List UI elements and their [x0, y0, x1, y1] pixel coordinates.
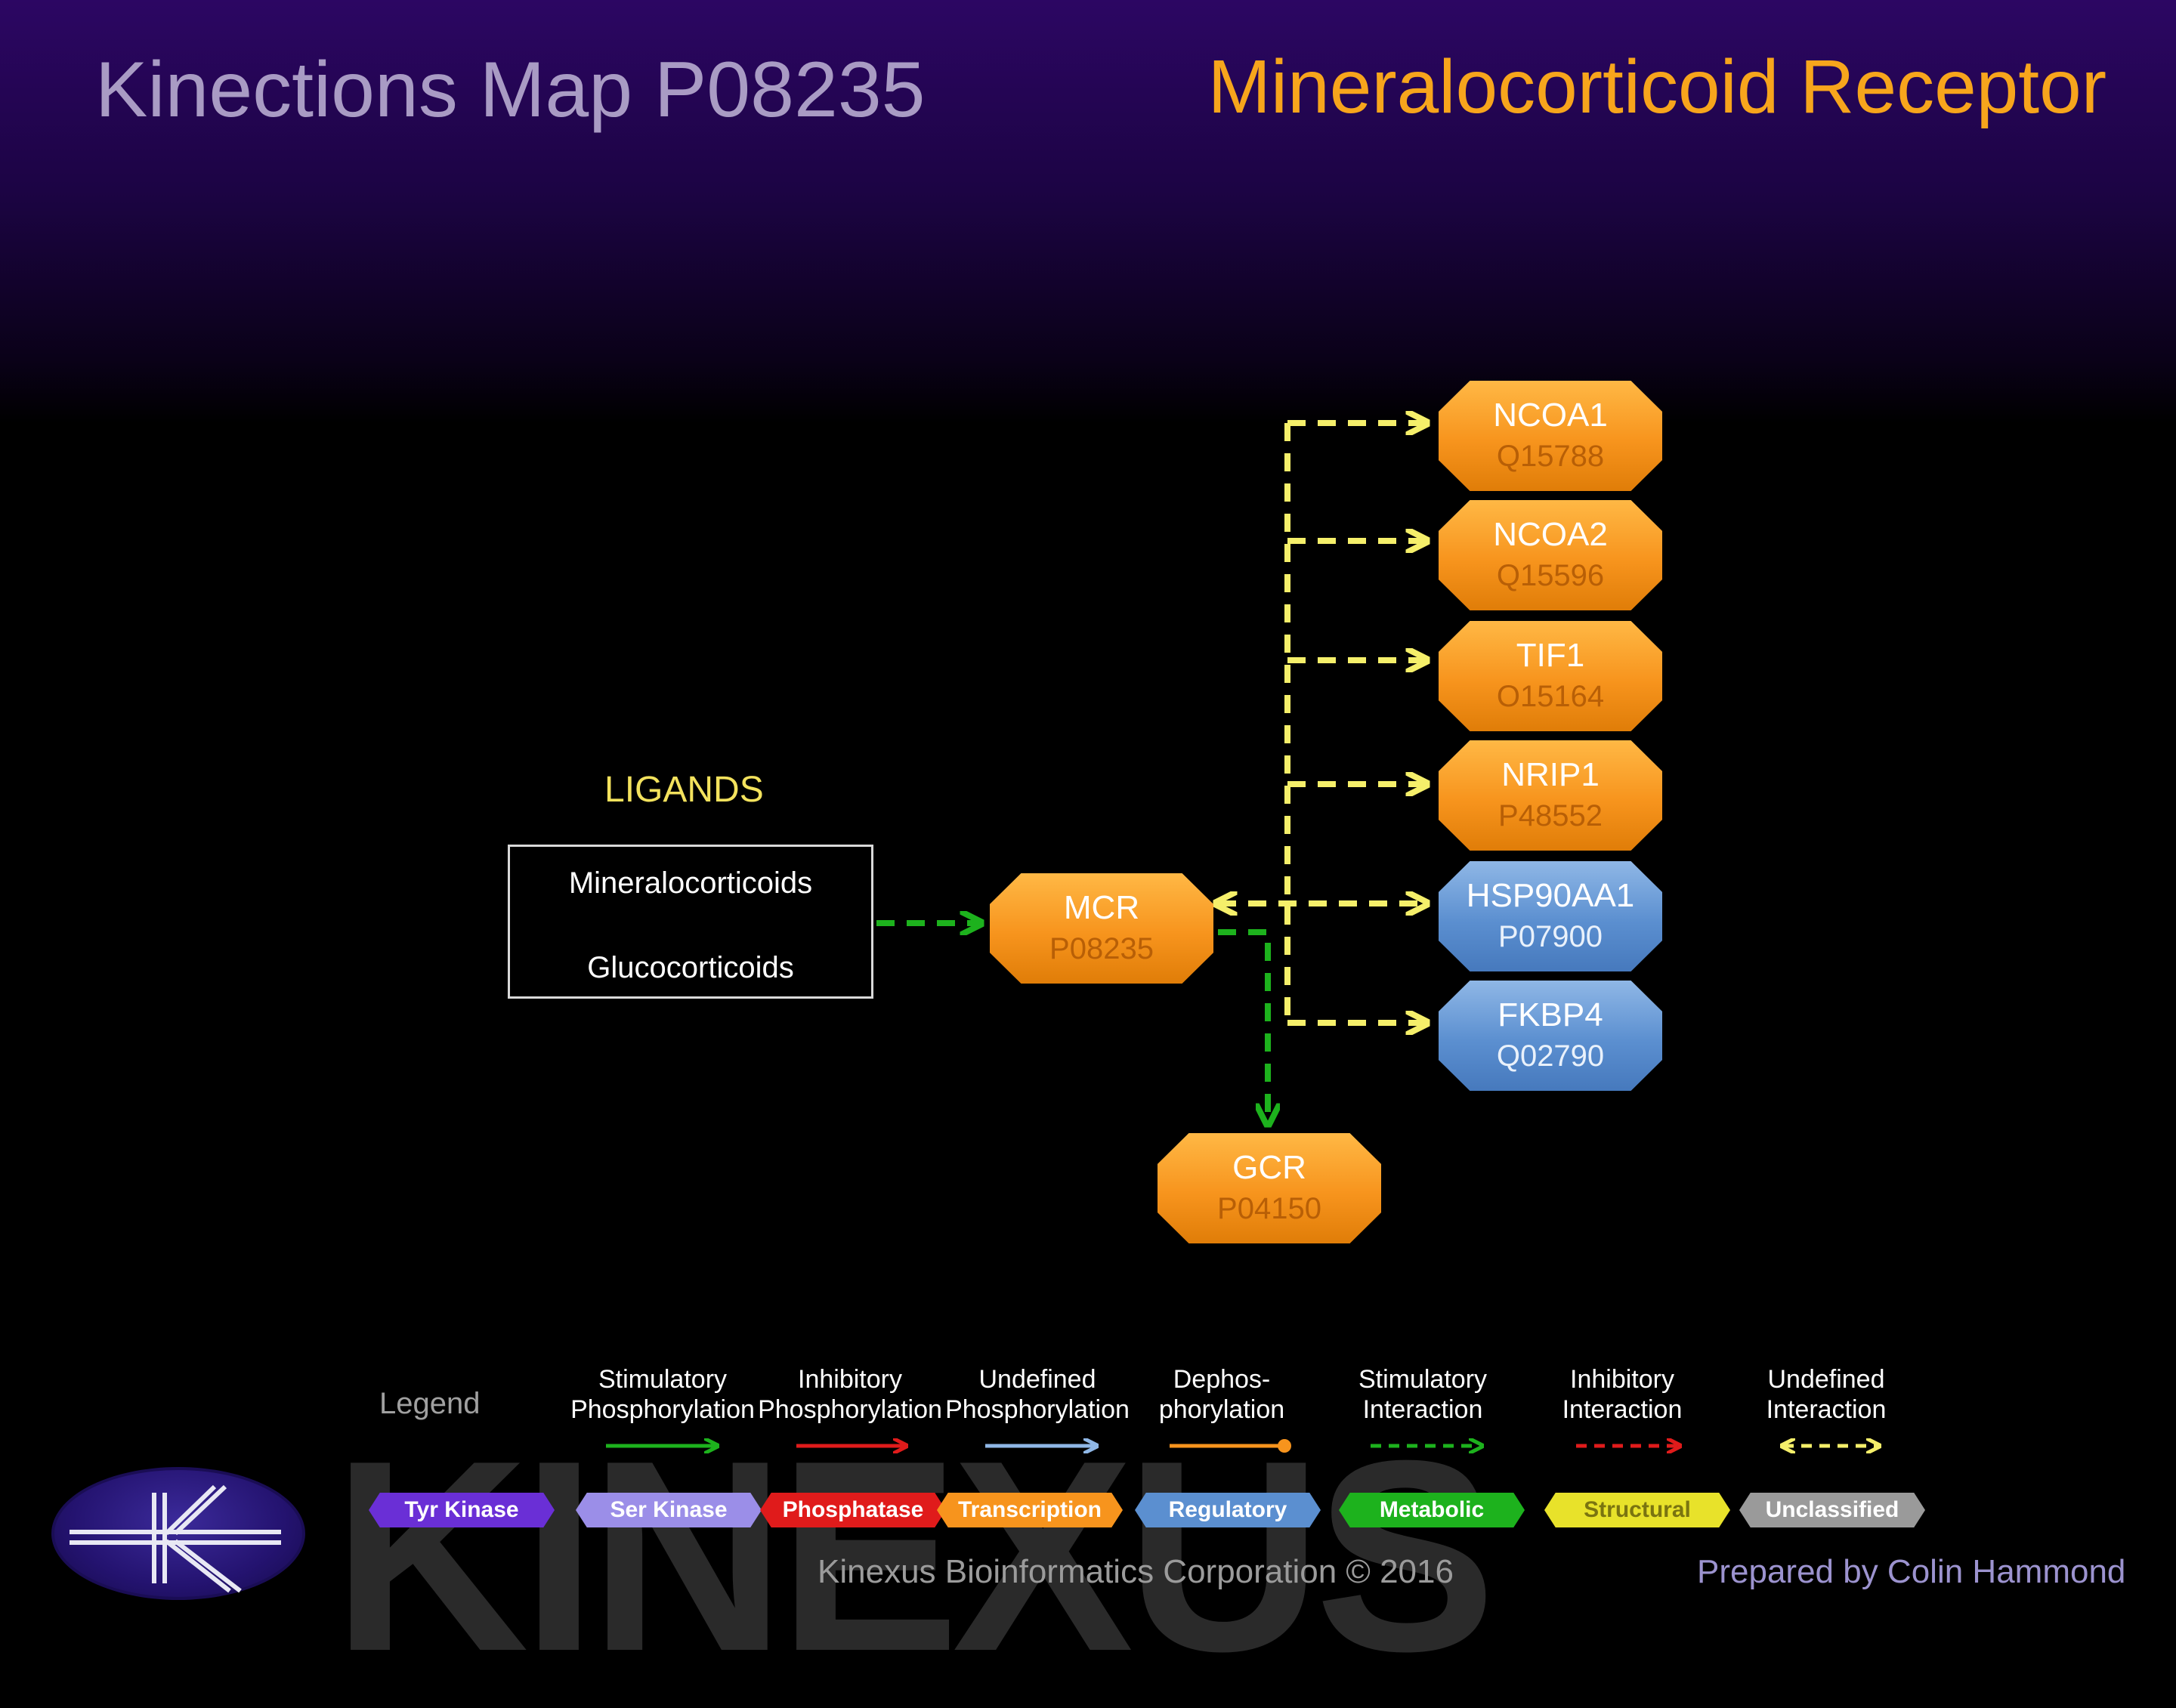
node-accession: P48552	[1498, 799, 1603, 832]
legend-class-transcription: Transcription	[937, 1493, 1123, 1527]
legend-label-line: Phosphorylation	[570, 1395, 755, 1424]
node-name: FKBP4	[1498, 996, 1603, 1033]
node-accession: P07900	[1498, 920, 1603, 953]
node-name: MCR	[1063, 889, 1140, 926]
footer-corporation: Kinexus Bioinformatics Corporation © 201…	[818, 1553, 1454, 1590]
node-name: NRIP1	[1501, 756, 1600, 793]
legend-label-line: Inhibitory	[798, 1365, 902, 1394]
legend-label-line: Interaction	[1562, 1395, 1683, 1424]
legend-label-line: Interaction	[1362, 1395, 1483, 1424]
legend-class-metabolic: Metabolic	[1339, 1493, 1525, 1527]
legend-class-unclassified: Unclassified	[1739, 1493, 1925, 1527]
edge-mcr-gcr	[1218, 929, 1268, 1123]
legend-label-line: Stimulatory	[598, 1365, 728, 1394]
legend-class-regulatory: Regulatory	[1135, 1493, 1321, 1527]
legend-label-stimulatory-interaction: Stimulatory Interaction	[1328, 1364, 1517, 1425]
node-name: NCOA1	[1493, 397, 1608, 434]
legend-label-line: Stimulatory	[1358, 1365, 1488, 1394]
legend-label-line: Inhibitory	[1570, 1365, 1674, 1394]
legend-label-line: Phosphorylation	[945, 1395, 1130, 1424]
legend-label-undefined-phosphorylation: Undefined Phosphorylation	[943, 1364, 1132, 1425]
legend-class-phosphatase: Phosphatase	[760, 1493, 946, 1527]
node-accession: P08235	[1049, 932, 1154, 965]
node-accession: Q15788	[1496, 440, 1605, 473]
ligand-glucocorticoids: Glucocorticoids	[587, 951, 794, 984]
node-name: HSP90AA1	[1466, 877, 1635, 914]
node-ncoa2[interactable]: NCOA2 Q15596	[1439, 500, 1662, 610]
node-nrip1[interactable]: NRIP1 P48552	[1439, 740, 1662, 851]
node-accession: Q02790	[1496, 1039, 1605, 1073]
node-gcr[interactable]: GCR P04150	[1158, 1133, 1381, 1243]
node-mcr[interactable]: MCR P08235	[990, 873, 1213, 984]
page-title: Kinections Map P08235	[95, 46, 926, 134]
node-accession: O15164	[1496, 680, 1605, 713]
legend-label-stimulatory-phosphorylation: Stimulatory Phosphorylation	[568, 1364, 757, 1425]
legend-label-line: Interaction	[1766, 1395, 1887, 1424]
ligand-mineralocorticoids: Mineralocorticoids	[568, 866, 813, 900]
header-background	[0, 0, 2176, 423]
kinexus-logo	[51, 1467, 305, 1600]
ligand-box: Mineralocorticoids Glucocorticoids	[508, 845, 873, 999]
legend-title: Legend	[379, 1387, 481, 1420]
ligands-heading: LIGANDS	[604, 770, 764, 810]
legend-label-undefined-interaction: Undefined Interaction	[1732, 1364, 1921, 1425]
node-hsp90aa1[interactable]: HSP90AA1 P07900	[1439, 861, 1662, 971]
legend-label-inhibitory-phosphorylation: Inhibitory Phosphorylation	[756, 1364, 944, 1425]
footer-prepared-by: Prepared by Colin Hammond	[1697, 1553, 2126, 1590]
legend-label-inhibitory-interaction: Inhibitory Interaction	[1528, 1364, 1717, 1425]
node-accession: Q15596	[1496, 559, 1605, 592]
node-fkbp4[interactable]: FKBP4 Q02790	[1439, 981, 1662, 1091]
node-name: GCR	[1232, 1149, 1306, 1186]
node-tif1[interactable]: TIF1 O15164	[1439, 621, 1662, 731]
node-ncoa1[interactable]: NCOA1 Q15788	[1439, 381, 1662, 491]
legend-label-line: phorylation	[1158, 1395, 1285, 1424]
node-name: TIF1	[1516, 637, 1585, 674]
protein-name: Mineralocorticoid Receptor	[1207, 45, 2106, 129]
legend-label-line: Phosphorylation	[758, 1395, 942, 1424]
kinexus-logo-icon	[70, 1484, 281, 1593]
legend-label-dephosphorylation: Dephos- phorylation	[1127, 1364, 1316, 1425]
legend-label-line: Undefined	[1767, 1365, 1885, 1394]
legend-class-structural: Structural	[1544, 1493, 1730, 1527]
legend-label-line: Dephos-	[1173, 1365, 1271, 1394]
node-name: NCOA2	[1493, 516, 1608, 553]
legend-class-ser-kinase: Ser Kinase	[576, 1493, 762, 1527]
legend-class-tyr-kinase: Tyr Kinase	[369, 1493, 555, 1527]
node-accession: P04150	[1217, 1192, 1321, 1225]
legend-label-line: Undefined	[978, 1365, 1096, 1394]
